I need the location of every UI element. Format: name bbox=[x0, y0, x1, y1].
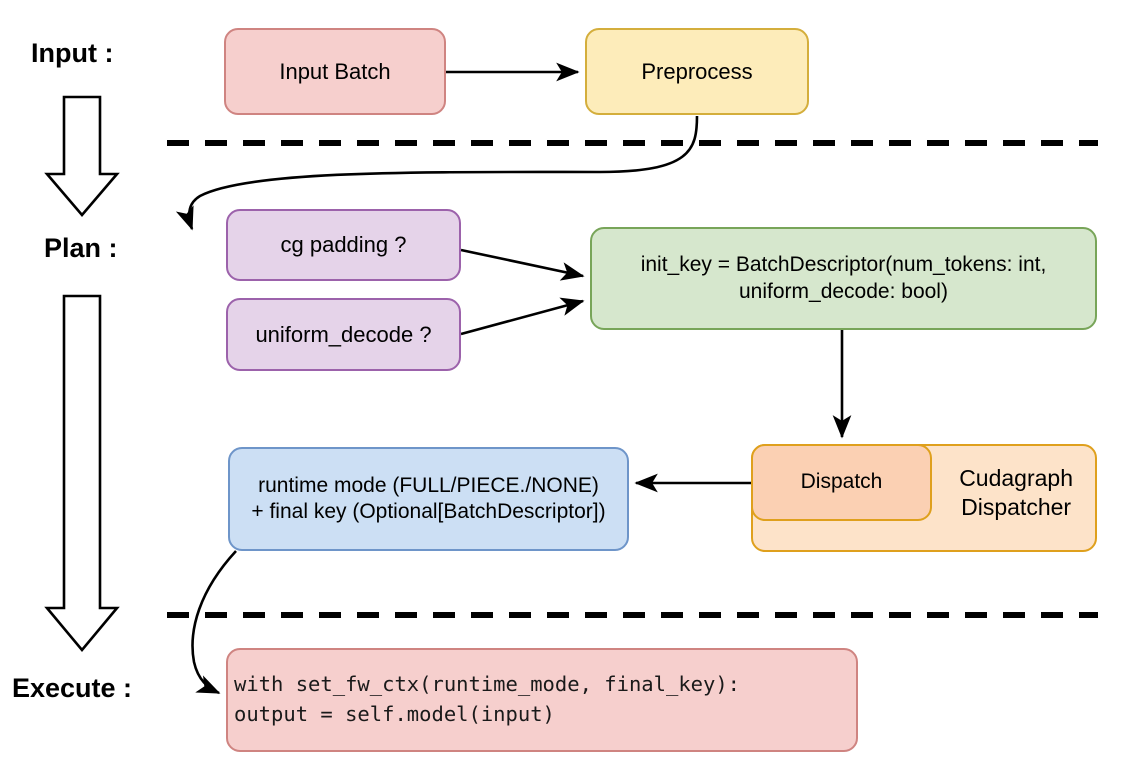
node-cg-padding[interactable]: cg padding ? bbox=[226, 209, 461, 281]
plan-to-execute-block-arrow bbox=[44, 294, 120, 653]
stage-label-input: Input : bbox=[31, 38, 114, 68]
runtime-mode-to-execute-code-arrow bbox=[191, 550, 237, 695]
stage-label-plan: Plan : bbox=[44, 233, 118, 263]
uniform-decode-to-init-key-arrow bbox=[460, 297, 585, 336]
node-execute-code[interactable]: with set_fw_ctx(runtime_mode, final_key)… bbox=[226, 648, 858, 752]
node-init-key[interactable]: init_key = BatchDescriptor(num_tokens: i… bbox=[590, 227, 1097, 330]
cg-padding-to-init-key-arrow bbox=[460, 248, 585, 281]
node-preprocess[interactable]: Preprocess bbox=[585, 28, 809, 115]
node-input-batch[interactable]: Input Batch bbox=[224, 28, 446, 115]
input-to-plan-block-arrow bbox=[44, 95, 120, 218]
node-uniform-decode[interactable]: uniform_decode ? bbox=[226, 298, 461, 371]
node-runtime-mode[interactable]: runtime mode (FULL/PIECE./NONE) + final … bbox=[228, 447, 629, 551]
preprocess-to-cg-padding-arrow bbox=[175, 115, 699, 231]
stage-label-execute: Execute : bbox=[12, 673, 133, 703]
node-dispatch[interactable]: Dispatch bbox=[751, 444, 932, 521]
